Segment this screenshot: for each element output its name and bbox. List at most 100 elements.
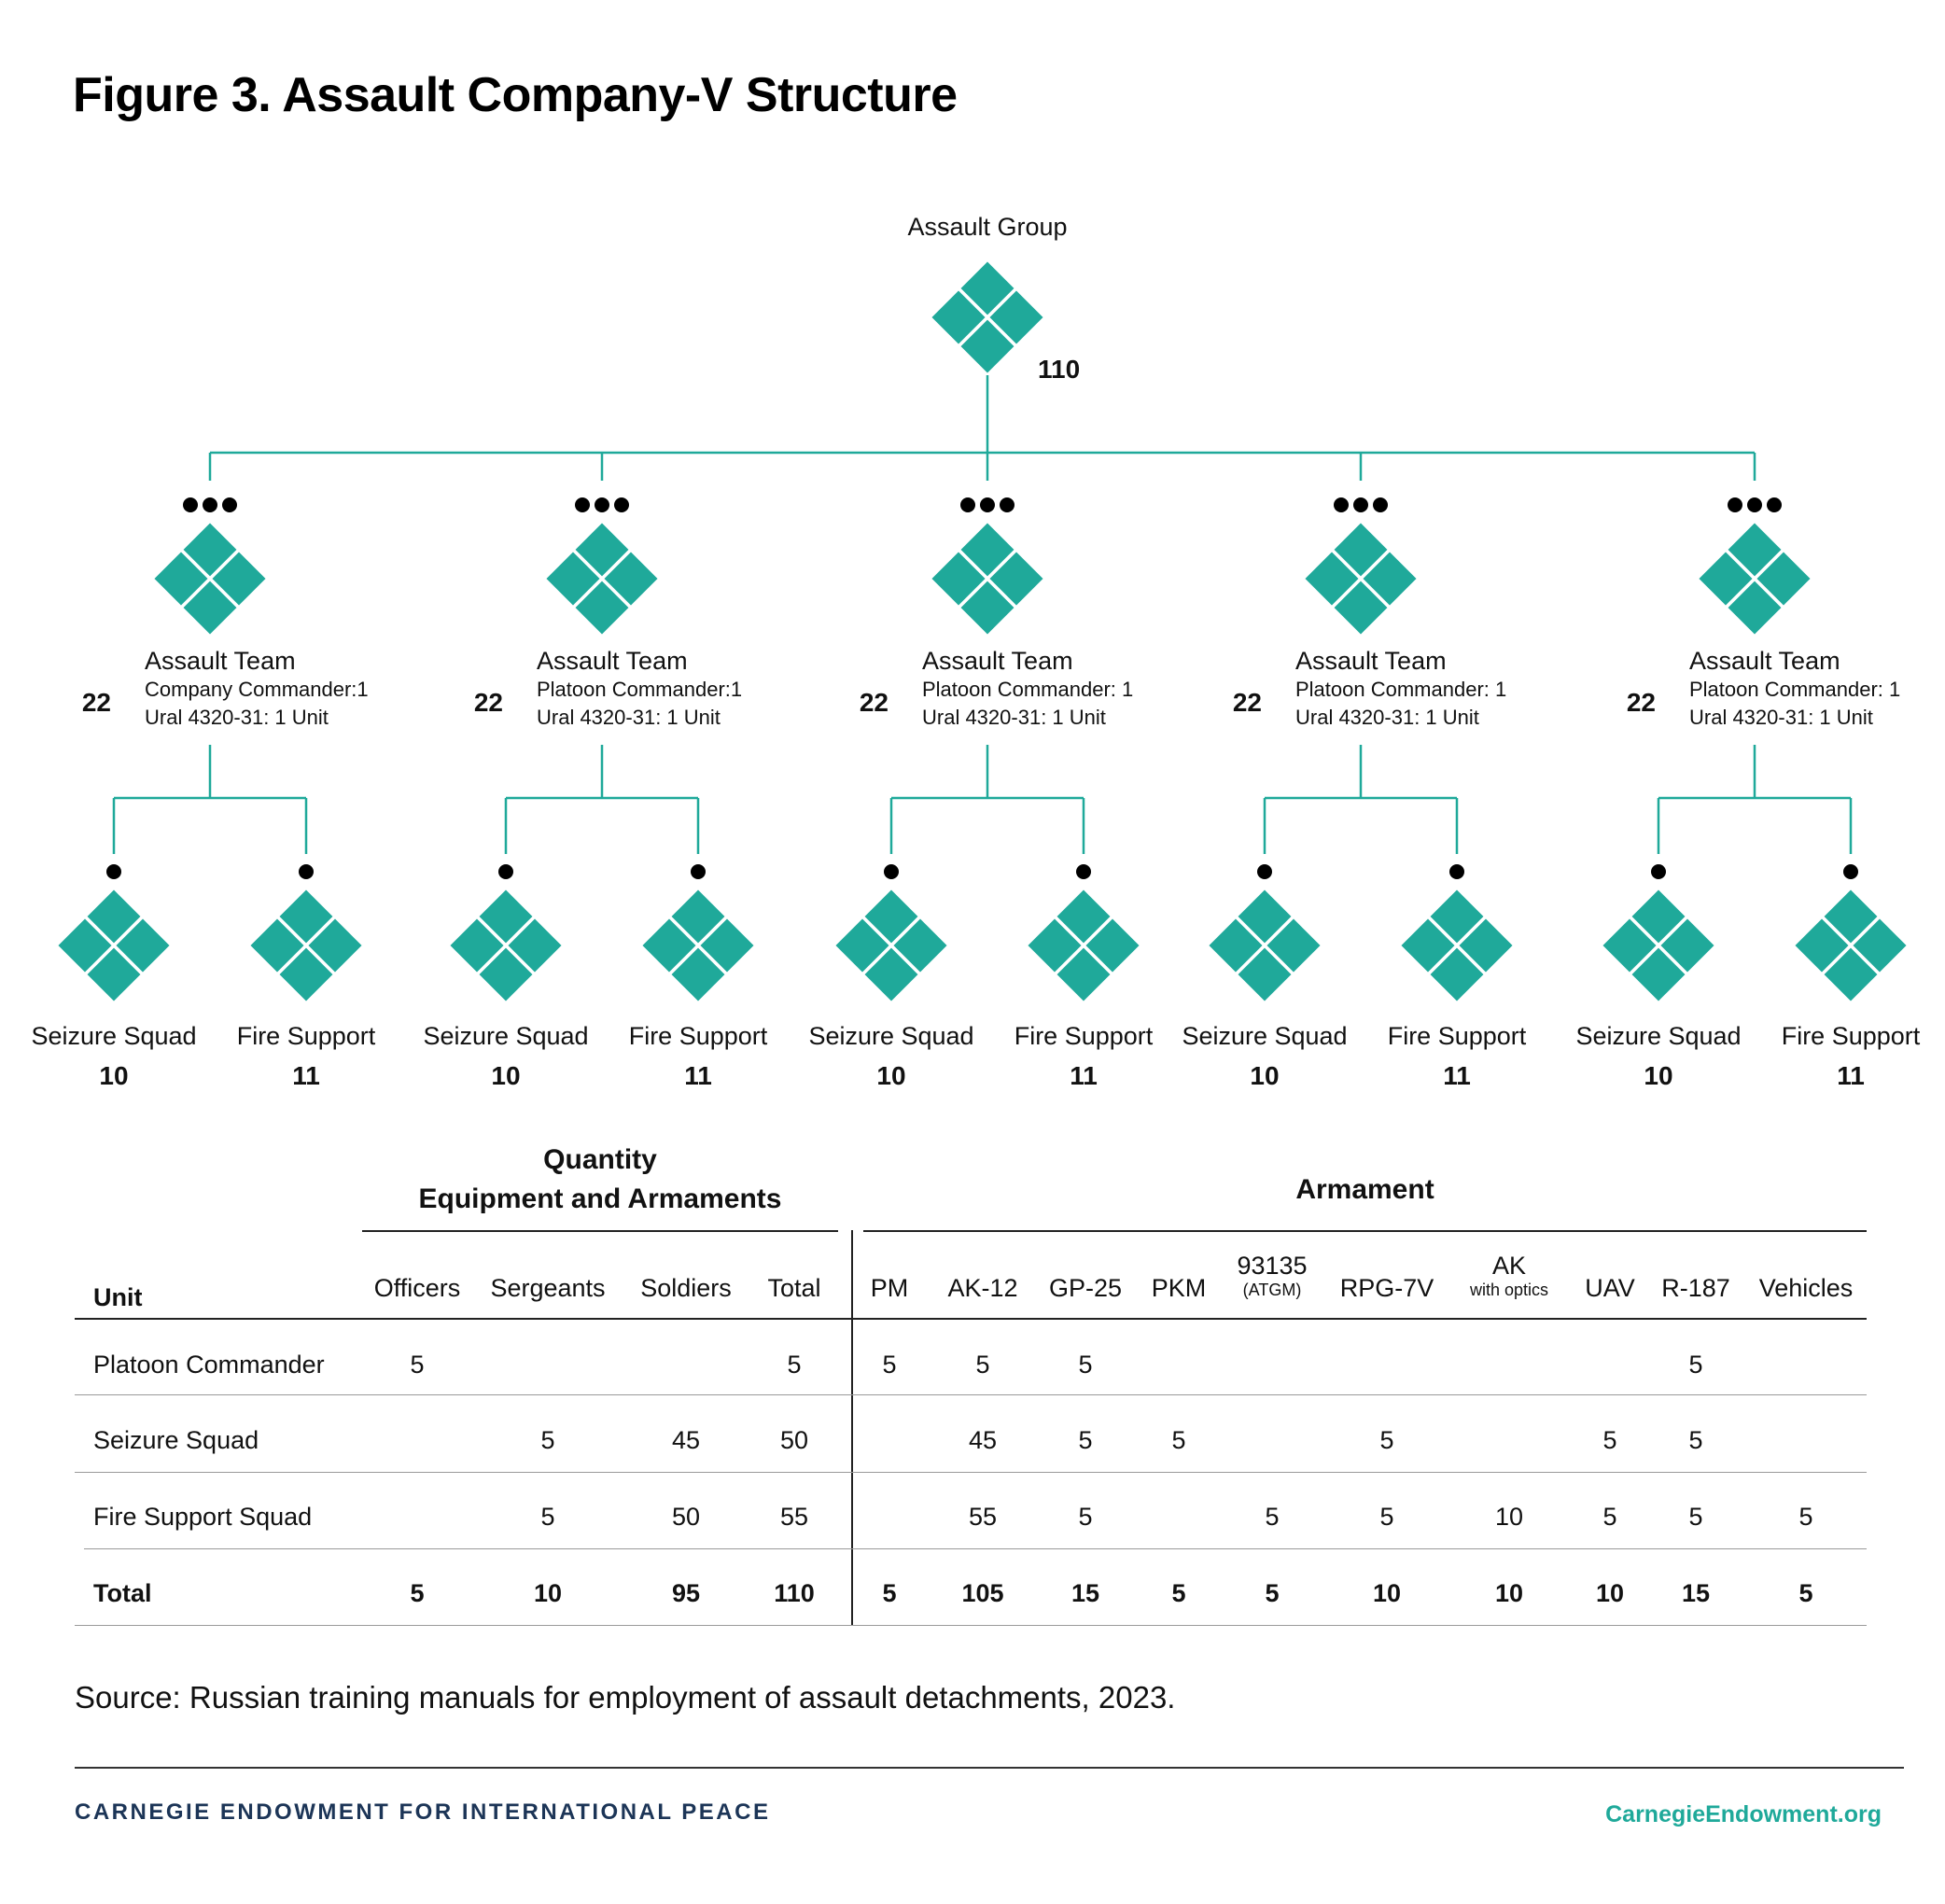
squad-label: Fire Support bbox=[1014, 1022, 1154, 1050]
rank-dot bbox=[1000, 497, 1014, 512]
column-header-label: 93135 bbox=[1237, 1252, 1308, 1280]
squad-echelon-dot bbox=[1076, 864, 1091, 879]
row-unit-label: Seizure Squad bbox=[93, 1426, 259, 1454]
diamond-segment bbox=[1300, 547, 1364, 610]
squad-count: 10 bbox=[99, 1061, 128, 1090]
rank-dot bbox=[498, 864, 513, 879]
root-symbol bbox=[927, 257, 1048, 378]
squad-symbol bbox=[1790, 885, 1911, 1006]
rank-dot bbox=[183, 497, 198, 512]
diamond-segment bbox=[637, 914, 701, 977]
diamond-segment bbox=[207, 547, 271, 610]
armament-group-header: Armament bbox=[1295, 1174, 1434, 1205]
diamond-segment bbox=[889, 914, 952, 977]
column-header: UAV bbox=[1585, 1274, 1635, 1302]
table-cell: 5 bbox=[1602, 1426, 1617, 1454]
table-cell: 10 bbox=[1372, 1579, 1402, 1607]
column-header-label: AK-12 bbox=[947, 1274, 1018, 1302]
squad-echelon-dot bbox=[299, 864, 314, 879]
team-count: 22 bbox=[1627, 688, 1656, 717]
team-symbol bbox=[1300, 518, 1421, 639]
diamond-segment bbox=[1752, 547, 1815, 610]
squad-symbol bbox=[53, 885, 175, 1006]
rank-dot bbox=[203, 497, 217, 512]
row-rule bbox=[75, 1625, 1867, 1626]
column-header: Sergeants bbox=[490, 1274, 605, 1302]
team-vehicle: Ural 4320-31: 1 Unit bbox=[1689, 706, 1873, 729]
rank-dot bbox=[222, 497, 237, 512]
team-commander: Platoon Commander: 1 bbox=[1689, 678, 1900, 701]
column-header: Officers bbox=[374, 1274, 461, 1302]
table-cell: 45 bbox=[968, 1426, 998, 1454]
table-cell: 15 bbox=[1681, 1579, 1711, 1607]
brand-name: CARNEGIE ENDOWMENT FOR INTERNATIONAL PEA… bbox=[75, 1799, 771, 1825]
squad-count: 11 bbox=[1070, 1061, 1098, 1090]
team-echelon-dots bbox=[183, 497, 237, 512]
table-cell: 110 bbox=[774, 1579, 815, 1607]
table-cell: 5 bbox=[410, 1351, 425, 1379]
source-note: Source: Russian training manuals for emp… bbox=[75, 1680, 1176, 1715]
rank-dot bbox=[980, 497, 995, 512]
diamond-segment bbox=[927, 286, 990, 349]
column-header-label: Officers bbox=[373, 1274, 461, 1302]
table-cell: 5 bbox=[1078, 1351, 1093, 1379]
squad-echelon-dot bbox=[498, 864, 513, 879]
table-cell: 5 bbox=[1688, 1351, 1703, 1379]
diamond-segment bbox=[53, 914, 117, 977]
rank-dot bbox=[960, 497, 975, 512]
brand-url-link[interactable]: CarnegieEndowment.org bbox=[1605, 1801, 1882, 1827]
root-label: Assault Group bbox=[907, 213, 1067, 241]
squad-count: 11 bbox=[1443, 1061, 1471, 1090]
rank-dot bbox=[614, 497, 629, 512]
diamond-segment bbox=[445, 914, 509, 977]
table-cell: 5 bbox=[882, 1579, 897, 1607]
team-label: Assault Team bbox=[922, 647, 1073, 675]
section-divider bbox=[851, 1230, 853, 1626]
squad-label: Seizure Squad bbox=[31, 1022, 196, 1050]
row-unit-label: Total bbox=[93, 1579, 152, 1607]
squad-echelon-dot bbox=[884, 864, 899, 879]
diamond-segment bbox=[245, 914, 309, 977]
table-cell: 5 bbox=[787, 1351, 802, 1379]
squad-echelon-dot bbox=[691, 864, 706, 879]
column-header-label: Sergeants bbox=[490, 1274, 606, 1302]
column-header: 93135(ATGM) bbox=[1237, 1252, 1307, 1300]
diamond-segment bbox=[1023, 914, 1086, 977]
table-cell: 5 bbox=[975, 1351, 990, 1379]
table-cell: 105 bbox=[961, 1579, 1004, 1607]
table-cell: 5 bbox=[1379, 1503, 1394, 1531]
table-cell: 5 bbox=[410, 1579, 425, 1607]
row-unit-label: Fire Support Squad bbox=[93, 1503, 313, 1531]
diamond-segment bbox=[1694, 547, 1757, 610]
figure-title: Figure 3. Assault Company-V Structure bbox=[73, 68, 958, 122]
diamond-segment bbox=[303, 914, 367, 977]
column-header-label: Vehicles bbox=[1758, 1274, 1854, 1302]
rank-dot bbox=[106, 864, 121, 879]
table-cell: 5 bbox=[882, 1351, 897, 1379]
diamond-segment bbox=[985, 286, 1048, 349]
rank-dot bbox=[1257, 864, 1272, 879]
rank-dot bbox=[1728, 497, 1742, 512]
column-header-sublabel: with optics bbox=[1469, 1281, 1549, 1299]
table-cell: 15 bbox=[1070, 1579, 1100, 1607]
table-cell: 5 bbox=[1078, 1503, 1093, 1531]
rank-dot bbox=[1353, 497, 1368, 512]
squad-count: 10 bbox=[1644, 1061, 1672, 1090]
table-cell: 5 bbox=[1265, 1503, 1280, 1531]
table-cell: 5 bbox=[1379, 1426, 1394, 1454]
team-vehicle: Ural 4320-31: 1 Unit bbox=[145, 706, 329, 729]
rank-dot bbox=[299, 864, 314, 879]
diamond-segment bbox=[1081, 914, 1144, 977]
diamond-segment bbox=[149, 547, 213, 610]
rank-dot bbox=[691, 864, 706, 879]
header-rule bbox=[75, 1318, 1867, 1320]
table-cell: 5 bbox=[1798, 1579, 1813, 1607]
team-symbol bbox=[927, 518, 1048, 639]
table-cell: 5 bbox=[540, 1426, 555, 1454]
table-cell: 55 bbox=[968, 1503, 998, 1531]
team-symbol bbox=[541, 518, 663, 639]
rank-dot bbox=[1373, 497, 1388, 512]
team-echelon-dots bbox=[960, 497, 1014, 512]
